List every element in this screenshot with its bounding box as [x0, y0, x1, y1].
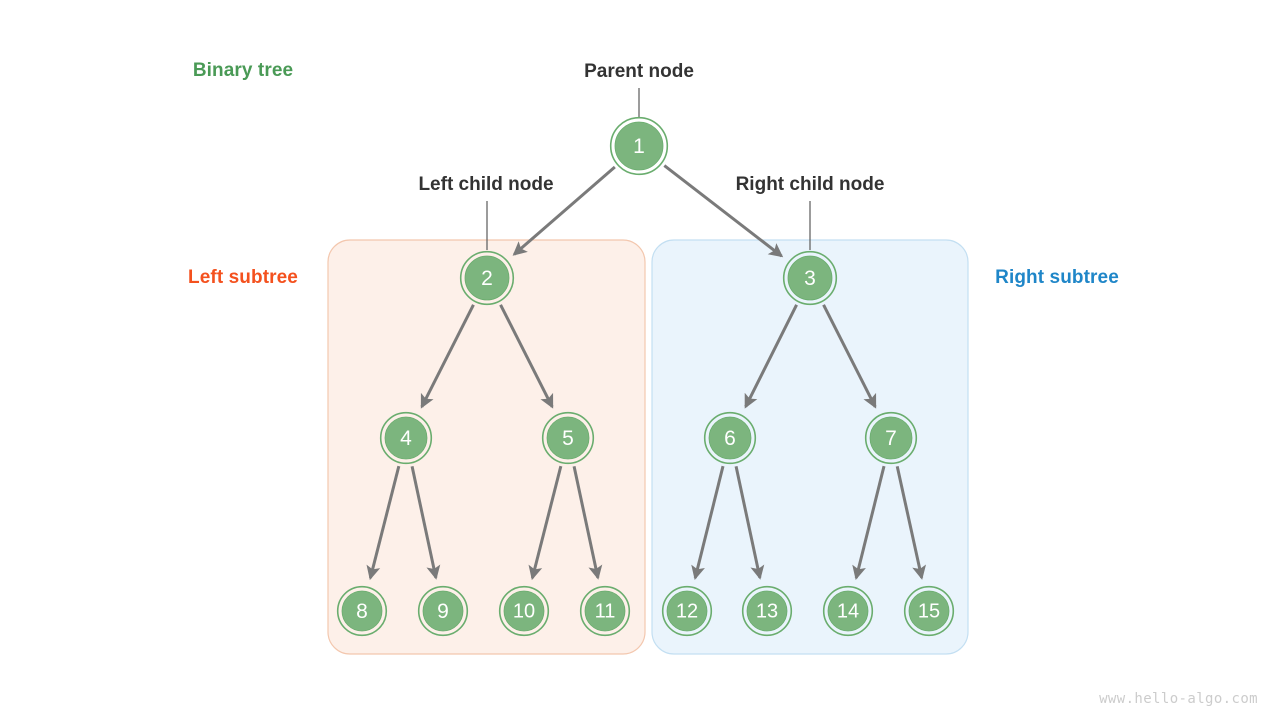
tree-node-14[interactable]: 14	[822, 585, 874, 637]
binary-tree-title: Binary tree	[192, 60, 294, 81]
node-outer-ring	[661, 585, 713, 637]
node-outer-ring	[579, 585, 631, 637]
node-value-label: 1	[633, 135, 645, 158]
node-value-label: 9	[437, 600, 449, 623]
tree-edge-2-to-4	[420, 304, 475, 409]
tree-node-10[interactable]: 10	[498, 585, 550, 637]
node-disc	[503, 590, 545, 632]
tree-edges	[366, 164, 927, 581]
node-value-label: 4	[400, 427, 412, 450]
node-disc	[666, 590, 708, 632]
node-disc	[827, 590, 869, 632]
tree-edge-7-to-14	[852, 465, 886, 581]
node-outer-ring	[822, 585, 874, 637]
node-disc	[869, 416, 913, 460]
node-value-label: 15	[918, 601, 940, 623]
node-outer-ring	[379, 411, 433, 465]
node-value-label: 7	[885, 427, 897, 450]
node-outer-ring	[782, 250, 838, 306]
tree-edge-5-to-11	[572, 466, 603, 580]
tree-node-9[interactable]: 9	[417, 585, 469, 637]
node-disc	[708, 416, 752, 460]
node-disc	[614, 121, 664, 171]
tree-edge-5-to-10	[528, 465, 563, 581]
tree-edge-7-to-15	[895, 466, 927, 580]
tree-node-5[interactable]: 5	[541, 411, 595, 465]
node-value-label: 8	[356, 600, 368, 623]
node-value-label: 14	[837, 601, 859, 623]
tree-edge-4-to-8	[366, 465, 401, 581]
left-child-node-callout: Left child node	[418, 174, 554, 195]
left-subtree-panel	[327, 239, 646, 655]
node-outer-ring	[541, 411, 595, 465]
tree-node-6[interactable]: 6	[703, 411, 757, 465]
node-value-label: 13	[756, 601, 778, 623]
node-outer-ring	[417, 585, 469, 637]
tree-node-15[interactable]: 15	[903, 585, 955, 637]
right-subtree-label: Right subtree	[995, 267, 1119, 288]
tree-edge-1-to-3	[663, 164, 784, 258]
tree-edge-4-to-9	[410, 466, 441, 580]
tree-edge-3-to-7	[822, 304, 877, 409]
tree-edge-3-to-6	[744, 304, 798, 409]
right-subtree-panel	[651, 239, 969, 655]
tree-node-1[interactable]: 1	[609, 116, 669, 176]
node-outer-ring	[741, 585, 793, 637]
node-value-label: 6	[724, 427, 736, 450]
subtree-panels	[327, 239, 969, 655]
node-outer-ring	[703, 411, 757, 465]
node-value-label: 5	[562, 427, 574, 450]
node-disc	[908, 590, 950, 632]
node-outer-ring	[609, 116, 669, 176]
tree-edge-6-to-12	[691, 465, 725, 581]
node-disc	[384, 416, 428, 460]
node-disc	[787, 255, 833, 301]
tree-node-4[interactable]: 4	[379, 411, 433, 465]
node-value-label: 11	[595, 601, 616, 623]
node-disc	[422, 590, 464, 632]
node-value-label: 2	[481, 267, 493, 290]
node-value-label: 12	[676, 601, 698, 623]
node-disc	[464, 255, 510, 301]
node-disc	[746, 590, 788, 632]
tree-node-3[interactable]: 3	[782, 250, 838, 306]
tree-node-11[interactable]: 11	[579, 585, 631, 637]
parent-node-callout: Parent node	[584, 61, 694, 82]
node-outer-ring	[903, 585, 955, 637]
left-subtree-label: Left subtree	[188, 267, 298, 288]
node-outer-ring	[498, 585, 550, 637]
right-child-node-callout: Right child node	[735, 174, 885, 195]
tree-edge-1-to-2	[512, 165, 616, 256]
tree-node-8[interactable]: 8	[336, 585, 388, 637]
tree-edge-2-to-5	[499, 304, 554, 409]
tree-node-13[interactable]: 13	[741, 585, 793, 637]
node-value-label: 3	[804, 267, 816, 290]
node-value-label: 10	[513, 601, 535, 623]
site-watermark: www.hello-algo.com	[1099, 691, 1258, 707]
node-outer-ring	[864, 411, 918, 465]
tree-node-2[interactable]: 2	[459, 250, 515, 306]
node-outer-ring	[459, 250, 515, 306]
node-disc	[584, 590, 626, 632]
annotation-leader-lines	[486, 88, 811, 250]
tree-node-7[interactable]: 7	[864, 411, 918, 465]
node-disc	[546, 416, 590, 460]
tree-edge-6-to-13	[734, 466, 765, 580]
node-disc	[341, 590, 383, 632]
node-outer-ring	[336, 585, 388, 637]
tree-node-12[interactable]: 12	[661, 585, 713, 637]
